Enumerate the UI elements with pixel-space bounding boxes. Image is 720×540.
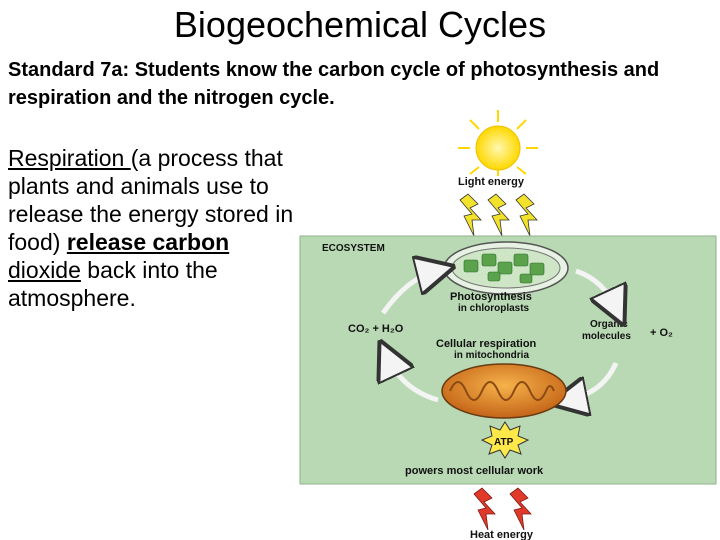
plus-o2-label: + O₂ bbox=[650, 327, 673, 339]
light-bolt-icons bbox=[459, 193, 538, 237]
carbon-cycle-diagram: Light energy ECOSYSTEM Photosynthesis in… bbox=[299, 110, 717, 540]
chloroplast-icon bbox=[443, 241, 569, 295]
organic-label: Organic bbox=[590, 319, 628, 330]
in-chloroplasts-label: in chloroplasts bbox=[458, 303, 530, 314]
cycle-arrows bbox=[383, 271, 616, 400]
powers-label: powers most cellular work bbox=[405, 465, 544, 477]
respiration-paragraph: Respiration (a process that plants and a… bbox=[8, 144, 298, 312]
dioxide-text: dioxide bbox=[8, 257, 81, 283]
atp-label: ATP bbox=[494, 437, 514, 448]
sun-icon bbox=[458, 110, 538, 176]
molecules-label: molecules bbox=[582, 331, 631, 342]
in-mitochondria-label: in mitochondria bbox=[454, 350, 529, 361]
respiration-rest: back into the atmosphere. bbox=[8, 257, 218, 311]
light-energy-label: Light energy bbox=[458, 176, 525, 188]
ecosystem-label: ECOSYSTEM bbox=[322, 243, 385, 254]
photosynthesis-label: Photosynthesis bbox=[450, 291, 532, 303]
respiration-definition: (a process that plants and animals use t… bbox=[8, 145, 294, 255]
co2-h2o-label: CO₂ + H₂O bbox=[348, 323, 404, 335]
atp-icon: ATP bbox=[480, 421, 530, 459]
respiration-term: Respiration bbox=[8, 145, 131, 171]
mitochondrion-icon bbox=[441, 363, 567, 419]
release-carbon-text: release carbon bbox=[66, 229, 230, 255]
heat-bolt-icons bbox=[473, 487, 532, 531]
standard-text: Standard 7a: Students know the carbon cy… bbox=[8, 59, 660, 109]
heat-energy-label: Heat energy bbox=[470, 529, 534, 540]
slide-title: Biogeochemical Cycles bbox=[173, 4, 547, 45]
cellular-respiration-label: Cellular respiration bbox=[436, 338, 537, 350]
